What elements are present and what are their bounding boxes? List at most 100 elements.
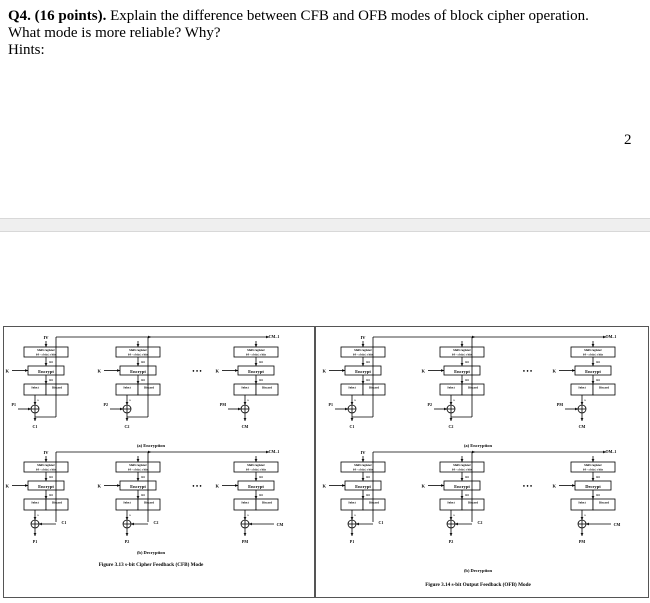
bits-label: 64	[366, 475, 370, 479]
output-label: CM	[579, 424, 586, 429]
arrow-to-xor-head	[125, 517, 129, 520]
shift-register-detail: 64 – s bits | s bits	[583, 354, 604, 357]
key-label: K	[322, 369, 326, 374]
output-label: P2	[125, 539, 129, 544]
cipher-label: Encrypt	[585, 369, 601, 374]
bits-label-2: 64	[49, 378, 53, 382]
cipher-in-arrow-head	[39, 522, 42, 526]
cipher-label: Encrypt	[454, 484, 470, 489]
discard-label: Discard	[599, 386, 609, 390]
arrow-to-register-head	[460, 344, 464, 347]
iv-label: IV	[43, 335, 49, 340]
cipher-label: Encrypt	[355, 484, 371, 489]
key-arrow-head	[25, 369, 28, 372]
shift-register-detail: 64 – s bits | s bits	[452, 354, 473, 357]
cipher-label: Encrypt	[454, 369, 470, 374]
feedback-label: OM–1	[606, 449, 617, 454]
discard-box	[45, 383, 69, 396]
arrow-to-select-head	[361, 496, 365, 499]
key-arrow-head	[235, 369, 238, 372]
question-line-1: Q4. (16 points). Explain the difference …	[8, 8, 638, 25]
bits-label: 64	[49, 475, 53, 479]
output-arrow-head	[580, 418, 584, 421]
arrow-to-register-head	[460, 459, 464, 462]
ellipsis: • • •	[192, 369, 201, 375]
select-label: Select	[123, 501, 131, 505]
discard-label: Discard	[52, 386, 62, 390]
output-arrow-head	[243, 533, 247, 536]
discard-label: Discard	[369, 386, 379, 390]
key-arrow-head	[572, 369, 575, 372]
shift-register-detail: 64 – s bits | s bits	[128, 469, 149, 472]
output-label: P1	[33, 539, 37, 544]
caption-decryption: (b) Decryption	[137, 550, 166, 555]
bits-label-2: 64	[596, 493, 600, 497]
iv-label: IV	[360, 450, 366, 455]
arrow-to-register-head	[136, 459, 140, 462]
bits-label: 64	[596, 360, 600, 364]
feedback-label: OM–1	[606, 334, 617, 339]
cipher-in-arrow-head	[455, 522, 458, 526]
discard-box	[362, 383, 386, 396]
plaintext-arrow-head	[575, 407, 578, 411]
arrow-to-xor-head	[243, 517, 247, 520]
bits-label: 64	[465, 360, 469, 364]
shift-register-label: Shift register	[354, 463, 372, 467]
feedback-label: CM–1	[269, 334, 280, 339]
cipher-in-label: C2	[154, 520, 159, 525]
output-label: P2	[449, 539, 453, 544]
select-label: Select	[447, 501, 455, 505]
arrow-to-select-head	[136, 381, 140, 384]
discard-label: Discard	[369, 501, 379, 505]
bits-label: 64	[259, 475, 263, 479]
bits-s-label: s	[247, 398, 249, 402]
cipher-in-label-m: CM	[277, 522, 284, 527]
key-label: K	[5, 484, 9, 489]
bits-s-label: s	[37, 398, 39, 402]
cipher-in-arrow-m-head	[586, 522, 589, 526]
discard-box	[137, 383, 161, 396]
plaintext-label: P2	[428, 402, 432, 407]
key-label: K	[552, 484, 556, 489]
iv-label: IV	[360, 335, 366, 340]
cipher-label: Encrypt	[130, 484, 146, 489]
output-label: CM	[242, 424, 249, 429]
bits-s-label: s	[129, 398, 131, 402]
key-label: K	[322, 484, 326, 489]
shift-register-label: Shift register	[129, 348, 147, 352]
discard-label: Discard	[262, 501, 272, 505]
output-arrow-head	[33, 533, 37, 536]
discard-box	[137, 498, 161, 511]
ellipsis-dec: • • •	[523, 484, 532, 490]
shift-register-label: Shift register	[354, 348, 372, 352]
cipher-label: Encrypt	[248, 369, 264, 374]
shift-register-detail: 64 – s bits | s bits	[128, 354, 149, 357]
arrow-to-xor-head	[580, 517, 584, 520]
select-label: Select	[241, 386, 249, 390]
shift-register-detail: 64 – s bits | s bits	[353, 469, 374, 472]
discard-label: Discard	[468, 501, 478, 505]
discard-label: Discard	[599, 501, 609, 505]
plaintext-arrow-head	[238, 407, 241, 411]
feedback-link-top-head	[603, 335, 606, 339]
arrow-to-xor-head	[125, 402, 129, 405]
output-label: PM	[579, 539, 585, 544]
cipher-in-label-m: CM	[614, 522, 621, 527]
arrow-to-register-head	[254, 459, 258, 462]
select-label: Select	[31, 386, 39, 390]
arrow-to-cipher-head	[460, 478, 464, 481]
key-label: K	[5, 369, 9, 374]
key-label: K	[215, 369, 219, 374]
bits-label-2: 64	[596, 378, 600, 382]
output-arrow-head	[350, 533, 354, 536]
key-label: K	[97, 484, 101, 489]
bits-label-2: 64	[141, 378, 145, 382]
cipher-label: Encrypt	[130, 369, 146, 374]
select-label: Select	[123, 386, 131, 390]
key-label: K	[215, 484, 219, 489]
output-arrow-head	[243, 418, 247, 421]
arrow-to-select-head	[361, 381, 365, 384]
output-arrow-head	[449, 533, 453, 536]
